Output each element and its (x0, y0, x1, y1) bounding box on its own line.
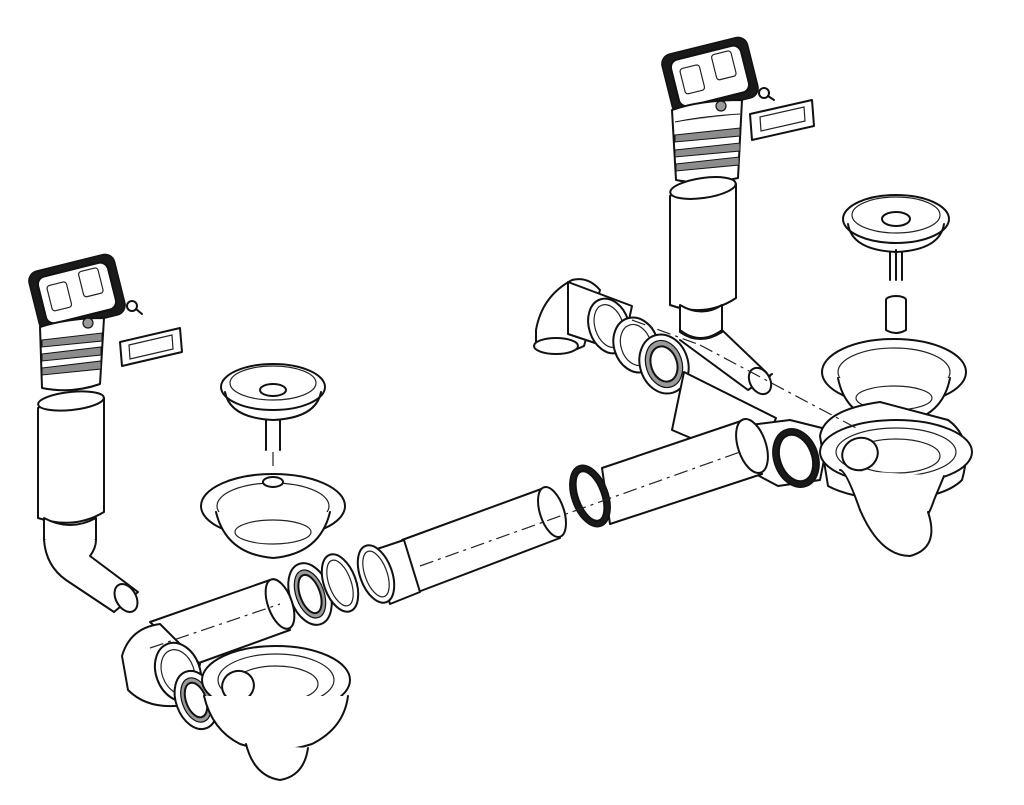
overflow-screw-left (126, 300, 143, 315)
overflow-hose-left (37, 390, 139, 613)
trap-nut-right (612, 316, 690, 395)
sink-flange-left (200, 473, 346, 559)
overflow-grille-left (28, 253, 126, 392)
trap-elbow-right (533, 278, 633, 355)
overflow-cover-left (119, 327, 183, 367)
overflow-cover-right (749, 99, 815, 141)
strainer-basket-right (842, 194, 950, 334)
overflow-screw-right (758, 87, 775, 101)
overflow-grille-right (661, 36, 759, 184)
overflow-hose-right (669, 176, 773, 396)
strainer-outlet-left (121, 578, 351, 781)
center-pipe (373, 418, 769, 605)
strainer-basket-left (220, 363, 326, 468)
